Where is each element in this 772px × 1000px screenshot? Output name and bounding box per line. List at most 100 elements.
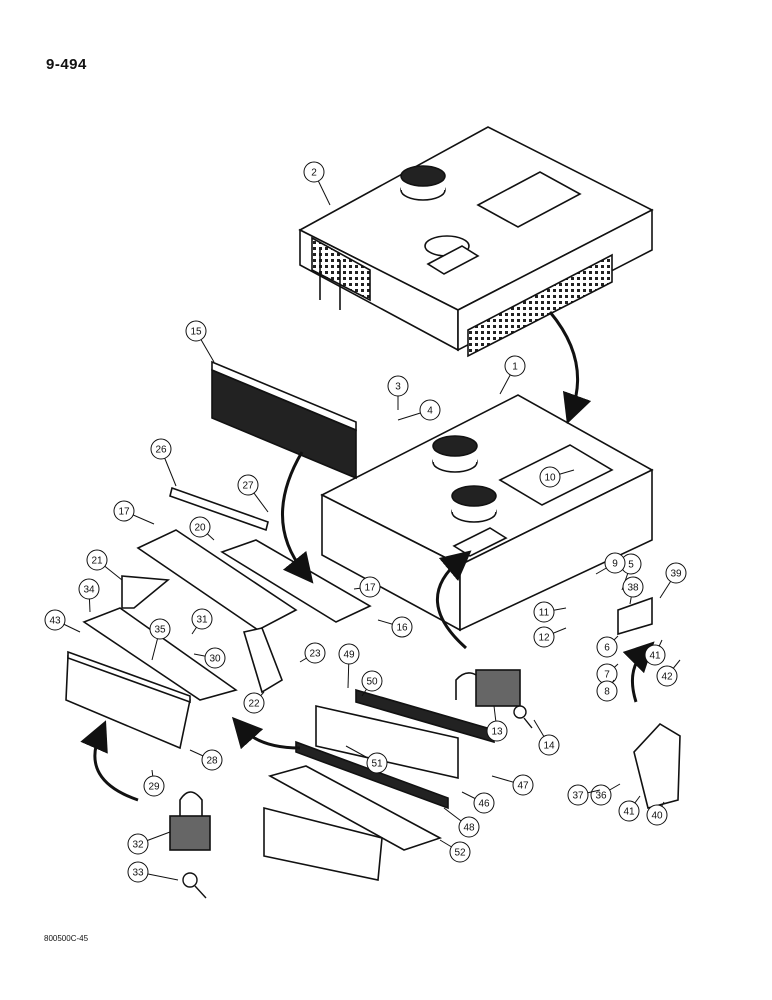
callout-number: 1 (512, 362, 518, 373)
callout-36: 36 (590, 783, 621, 806)
callout-circle (359, 576, 381, 598)
callout-number: 33 (132, 868, 144, 879)
callout-8: 8 (596, 679, 618, 702)
callout-3: 3 (387, 375, 409, 410)
callout-number: 40 (651, 811, 663, 822)
callout-number: 39 (670, 569, 682, 580)
callout-number: 10 (544, 473, 556, 484)
callout-circle (622, 576, 644, 598)
callout-26: 26 (150, 438, 177, 487)
callout-number: 15 (190, 327, 202, 338)
callout-circle (127, 833, 149, 855)
callout-41: 41 (644, 639, 666, 666)
callout-circle (419, 399, 441, 421)
callout-circle (338, 643, 360, 665)
callout-2: 2 (303, 161, 331, 206)
callout-number: 29 (148, 782, 160, 793)
callout-number: 36 (595, 791, 607, 802)
callout-circle (539, 466, 561, 488)
callout-circle (646, 804, 668, 826)
callout-number: 7 (604, 670, 610, 681)
callout-number: 52 (454, 848, 466, 859)
callout-circle (644, 644, 666, 666)
callout-circle (604, 552, 626, 574)
lower-tray-left (65, 650, 191, 750)
callout-21: 21 (86, 549, 123, 581)
callout-number: 38 (627, 583, 639, 594)
callout-circle (590, 784, 612, 806)
callout-circle (665, 562, 687, 584)
callout-number: 20 (194, 523, 206, 534)
callout-number: 14 (543, 741, 555, 752)
callout-circle (201, 749, 223, 771)
callout-51: 51 (345, 745, 388, 774)
callout-circle (86, 549, 108, 571)
callout-12: 12 (533, 626, 567, 648)
callout-number: 2 (311, 168, 317, 179)
callout-circle (78, 578, 100, 600)
assembly-arrows (80, 311, 655, 802)
callout-number: 28 (206, 756, 218, 767)
callout-circle (185, 320, 207, 342)
callout-number: 27 (242, 481, 254, 492)
callout-35: 35 (149, 618, 171, 661)
callout-number: 31 (196, 615, 208, 626)
key-icon (513, 705, 533, 729)
lower-tray-right (263, 765, 443, 881)
callout-number: 26 (155, 445, 167, 456)
callout-22: 22 (243, 691, 265, 714)
callout-number: 42 (661, 672, 673, 683)
callout-circle (303, 161, 325, 183)
callout-40: 40 (646, 801, 668, 826)
callout-circle (533, 626, 555, 648)
callout-circle (143, 775, 165, 797)
callout-circle (387, 375, 409, 397)
callout-circle (596, 636, 618, 658)
lower-hood-assembly (320, 394, 654, 632)
callout-number: 35 (154, 625, 166, 636)
callout-circle (538, 734, 560, 756)
callout-17: 17 (113, 500, 155, 525)
callout-circle (458, 816, 480, 838)
callout-23: 23 (299, 642, 326, 664)
callout-6: 6 (596, 635, 619, 658)
callout-number: 17 (118, 507, 130, 518)
callout-circle (189, 516, 211, 538)
callout-16: 16 (377, 616, 413, 638)
callout-9: 9 (595, 552, 626, 575)
callout-49: 49 (338, 643, 360, 689)
callout-31: 31 (191, 608, 213, 635)
callout-circle (149, 618, 171, 640)
callout-47: 47 (491, 774, 534, 796)
callout-number: 46 (478, 799, 490, 810)
callout-circle (486, 720, 508, 742)
callout-circle (44, 609, 66, 631)
callout-number: 47 (517, 781, 529, 792)
callout-number: 50 (366, 677, 378, 688)
callout-number: 17 (364, 583, 376, 594)
callout-circle (449, 841, 471, 863)
callout-46: 46 (461, 791, 495, 814)
callout-29: 29 (143, 769, 165, 797)
padlock-icon (169, 791, 211, 851)
callout-circle (204, 647, 226, 669)
callout-number: 51 (371, 759, 383, 770)
callout-11: 11 (533, 601, 567, 623)
callout-circle (243, 692, 265, 714)
callout-38: 38 (622, 576, 644, 605)
callout-circle (127, 861, 149, 883)
callout-28: 28 (189, 749, 223, 771)
callout-14: 14 (533, 719, 560, 756)
callout-43: 43 (44, 609, 81, 633)
callout-circle (191, 608, 213, 630)
callout-circle (391, 616, 413, 638)
padlock-icon (455, 669, 521, 707)
callout-circle (504, 355, 526, 377)
strap (169, 486, 269, 532)
callout-number: 41 (649, 651, 661, 662)
grille-assembly (295, 688, 495, 810)
callout-42: 42 (656, 659, 681, 687)
callout-10: 10 (539, 466, 575, 488)
callout-circle (361, 670, 383, 692)
callout-number: 16 (396, 623, 408, 634)
